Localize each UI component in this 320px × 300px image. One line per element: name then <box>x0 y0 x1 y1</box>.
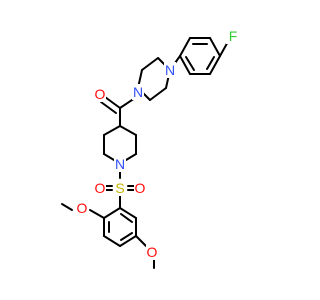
nitrogen-atom-piperazine-aryl: N <box>164 62 176 78</box>
oxygen-label: O <box>95 180 106 196</box>
oxygen-atom-sulfonyl-right: O <box>134 180 146 196</box>
fluorine-atom: F <box>226 28 238 44</box>
oxygen-label: O <box>77 200 88 216</box>
bond <box>61 203 73 211</box>
oxygen-atom-methoxy-right: O <box>146 244 158 260</box>
nitrogen-atom-piperazine-amide: N <box>132 84 144 100</box>
oxygen-label: O <box>95 86 106 102</box>
oxygen-label: O <box>135 180 146 196</box>
bond <box>206 56 215 70</box>
bond <box>135 235 147 247</box>
atom-label-layer: F N N O N S O O <box>76 28 238 260</box>
bond <box>103 153 115 161</box>
fluorine-label: F <box>229 28 238 44</box>
oxygen-atom-methoxy-left: O <box>76 200 88 216</box>
bond <box>104 96 121 109</box>
bond <box>89 209 105 219</box>
bond <box>103 235 121 247</box>
bond <box>119 235 137 247</box>
bond-layer <box>61 37 231 269</box>
bond <box>119 207 137 219</box>
bond <box>209 55 221 75</box>
bond <box>149 87 167 101</box>
molecule-structure: F N N O N S O O <box>61 28 238 269</box>
bond <box>209 37 221 57</box>
bond <box>120 213 133 223</box>
bond <box>103 125 121 136</box>
nitrogen-label: N <box>165 62 175 78</box>
nitrogen-atom-piperidine: N <box>114 156 126 172</box>
bond <box>119 125 137 136</box>
bond <box>141 57 159 71</box>
oxygen-atom-sulfonyl-left: O <box>94 180 106 196</box>
bond <box>125 153 137 161</box>
sulfur-atom: S <box>114 180 126 196</box>
oxygen-atom-carbonyl: O <box>94 86 106 102</box>
bond <box>100 101 117 114</box>
nitrogen-label: N <box>133 84 143 100</box>
bond <box>179 55 191 75</box>
nitrogen-label: N <box>115 156 125 172</box>
oxygen-label: O <box>147 244 158 260</box>
bond <box>179 37 191 57</box>
sulfur-label: S <box>115 180 124 196</box>
bond <box>120 232 133 241</box>
bond <box>185 56 195 71</box>
bond <box>103 207 121 219</box>
